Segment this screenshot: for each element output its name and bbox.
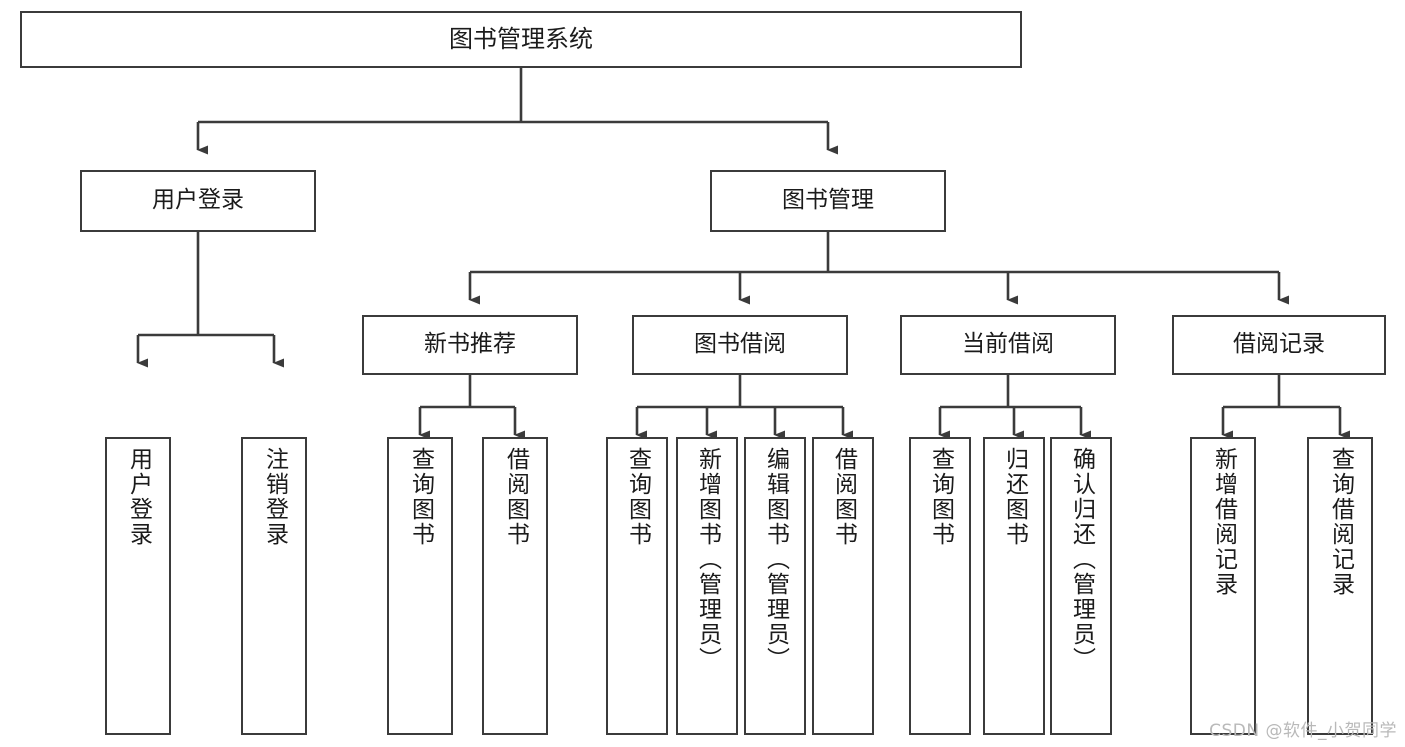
node-leaf-5[interactable]: 新增图书（管理员） — [676, 437, 738, 735]
node-leaf-7-label: 借阅图书 — [830, 447, 857, 547]
node-level3-3-label: 借阅记录 — [1233, 331, 1325, 358]
node-leaf-7[interactable]: 借阅图书 — [812, 437, 874, 735]
node-leaf-10-label: 确认归还（管理员） — [1068, 447, 1095, 672]
node-leaf-3[interactable]: 借阅图书 — [482, 437, 548, 735]
node-level3-2-label: 当前借阅 — [962, 331, 1054, 358]
node-leaf-4-label: 查询图书 — [624, 447, 651, 547]
node-level3-2[interactable]: 当前借阅 — [900, 315, 1116, 375]
node-leaf-0-label: 用户登录 — [125, 447, 152, 547]
node-leaf-6-label: 编辑图书（管理员） — [762, 447, 789, 672]
node-level2-1[interactable]: 图书管理 — [710, 170, 946, 232]
node-leaf-5-label: 新增图书（管理员） — [694, 447, 721, 672]
node-leaf-8[interactable]: 查询图书 — [909, 437, 971, 735]
node-leaf-1-label: 注销登录 — [261, 447, 288, 547]
node-root-label: 图书管理系统 — [449, 25, 593, 54]
node-leaf-3-label: 借阅图书 — [502, 447, 529, 547]
node-leaf-11[interactable]: 新增借阅记录 — [1190, 437, 1256, 735]
node-leaf-8-label: 查询图书 — [927, 447, 954, 547]
node-leaf-9-label: 归还图书 — [1001, 447, 1028, 547]
node-level3-3[interactable]: 借阅记录 — [1172, 315, 1386, 375]
watermark: CSDN @软件_小贺同学 — [1209, 721, 1397, 741]
node-level3-0-label: 新书推荐 — [424, 331, 516, 358]
node-level3-1[interactable]: 图书借阅 — [632, 315, 848, 375]
node-level2-1-label: 图书管理 — [782, 187, 874, 214]
node-leaf-6[interactable]: 编辑图书（管理员） — [744, 437, 806, 735]
node-leaf-10[interactable]: 确认归还（管理员） — [1050, 437, 1112, 735]
node-leaf-2-label: 查询图书 — [407, 447, 434, 547]
node-leaf-0[interactable]: 用户登录 — [105, 437, 171, 735]
node-leaf-9[interactable]: 归还图书 — [983, 437, 1045, 735]
node-leaf-4[interactable]: 查询图书 — [606, 437, 668, 735]
node-root[interactable]: 图书管理系统 — [20, 11, 1022, 68]
node-leaf-11-label: 新增借阅记录 — [1210, 447, 1237, 597]
node-level3-0[interactable]: 新书推荐 — [362, 315, 578, 375]
node-leaf-12[interactable]: 查询借阅记录 — [1307, 437, 1373, 735]
node-leaf-2[interactable]: 查询图书 — [387, 437, 453, 735]
node-level2-0-label: 用户登录 — [152, 187, 244, 214]
node-leaf-1[interactable]: 注销登录 — [241, 437, 307, 735]
node-level2-0[interactable]: 用户登录 — [80, 170, 316, 232]
node-level3-1-label: 图书借阅 — [694, 331, 786, 358]
node-leaf-12-label: 查询借阅记录 — [1327, 447, 1354, 597]
